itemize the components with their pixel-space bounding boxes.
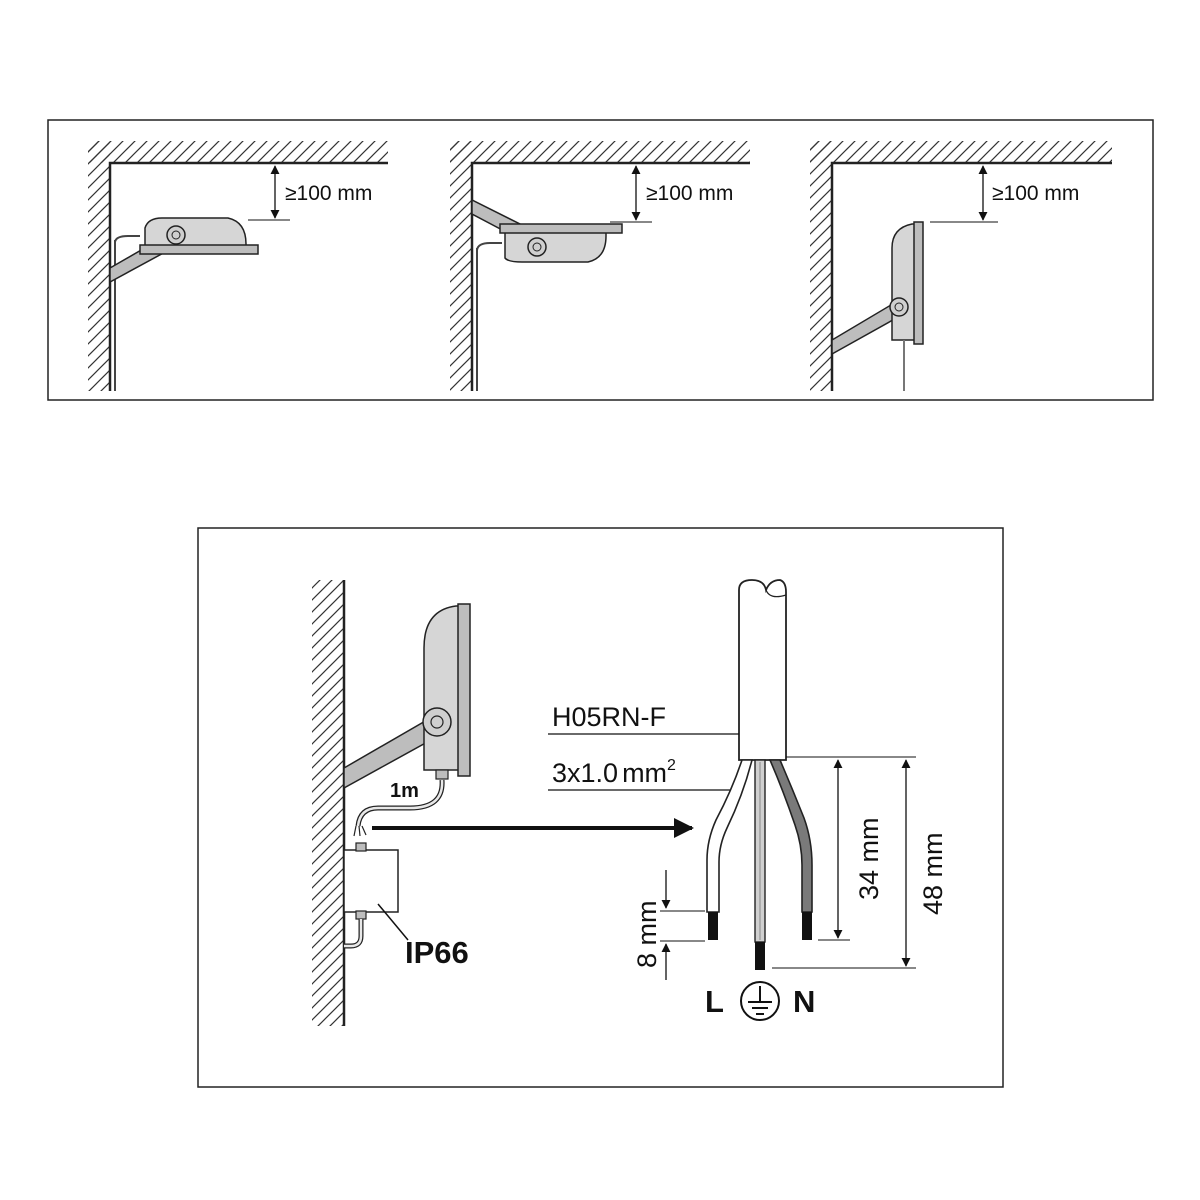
earth-ground-icon (740, 981, 780, 1021)
short-core-dimension: 34 mm (854, 817, 884, 900)
scenario-2: ≥100 mm (450, 141, 750, 391)
junction-box-label: IP66 (405, 935, 469, 970)
cable-type-label: H05RN-F (552, 702, 666, 732)
scenario-1: ≥100 mm (88, 141, 388, 391)
clearance-label-1: ≥100 mm (285, 182, 372, 205)
junction-box: IP66 (343, 842, 469, 970)
bottom-panel-frame (197, 527, 1004, 1088)
strip-length-label: 8 mm (632, 901, 662, 969)
luminaire (343, 603, 471, 790)
clearance-label-2: ≥100 mm (646, 182, 733, 205)
wall (312, 580, 346, 1026)
long-core-dimension: 48 mm (918, 832, 948, 915)
clearance-label-3: ≥100 mm (992, 182, 1079, 205)
scenario-3: ≥100 mm (810, 141, 1112, 391)
terminal-l-label: L (705, 984, 724, 1019)
terminal-n-label: N (793, 984, 815, 1019)
top-panel-frame (47, 119, 1154, 401)
cable-length-label: 1m (390, 780, 419, 802)
